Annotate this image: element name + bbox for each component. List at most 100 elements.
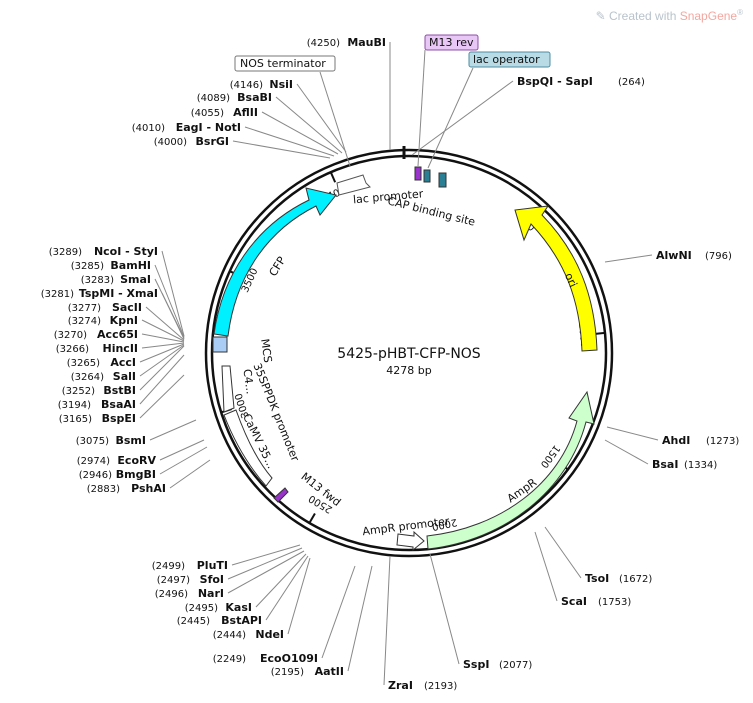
site-sali[interactable]: SalI (3264) bbox=[71, 344, 185, 383]
site-name: BspEI bbox=[102, 412, 136, 425]
site-position: (1273) bbox=[706, 436, 739, 447]
site-position: (2946) bbox=[79, 470, 112, 481]
site-hincii[interactable]: HincII(3266) bbox=[56, 342, 185, 355]
site-name: HincII bbox=[102, 342, 138, 355]
cfp-label: CFP bbox=[266, 254, 288, 279]
snapgene-watermark: ✎ Created with SnapGene® bbox=[595, 8, 743, 23]
plasmid-length: 4278 bp bbox=[386, 364, 431, 377]
site-pshai[interactable]: PshAI (2883) bbox=[87, 459, 211, 495]
site-leader-line bbox=[244, 126, 335, 157]
site-nsii[interactable]: NsiI(4146) bbox=[230, 78, 347, 153]
site-bstapi[interactable]: BstAPI(2445) bbox=[177, 555, 309, 627]
site-leader-line bbox=[604, 254, 653, 263]
feature-ampr-promoter[interactable] bbox=[396, 530, 425, 552]
site-name: ZraI bbox=[388, 679, 413, 692]
site-ncoi-styi[interactable]: NcoI - StyI(3289) bbox=[49, 245, 185, 337]
feature-mcs[interactable] bbox=[212, 336, 228, 353]
tick-mark-4000 bbox=[329, 171, 337, 183]
site-scai[interactable]: ScaI(1753) bbox=[534, 531, 631, 608]
site-bsaai[interactable]: BsaAI(3194) bbox=[58, 354, 185, 411]
site-name: TsoI bbox=[585, 572, 609, 585]
nos-terminator-box: NOS terminator bbox=[234, 55, 351, 167]
site-bsai[interactable]: BsaI (1334) bbox=[604, 439, 717, 471]
site-bamhi[interactable]: BamHI(3285) bbox=[71, 259, 185, 338]
site-bsabi[interactable]: BsaBI(4089) bbox=[197, 91, 343, 154]
site-sacii[interactable]: SacII(3277) bbox=[68, 301, 185, 341]
site-zrai[interactable]: ZraI(2193) bbox=[383, 555, 457, 692]
site-ahdi[interactable]: AhdI(1273) bbox=[606, 426, 739, 447]
site-bstbi[interactable]: BstBI(3252) bbox=[62, 345, 185, 397]
site-kpni[interactable]: KpnI(3274) bbox=[68, 314, 185, 342]
site-maubi[interactable]: MauBI(4250) bbox=[307, 36, 391, 150]
site-leader-line bbox=[161, 250, 185, 337]
site-alwni[interactable]: AlwNI(796) bbox=[604, 249, 732, 263]
site-bspqi-sapi[interactable]: BspQI - SapI(264) bbox=[411, 75, 645, 156]
site-ndei[interactable]: NdeI(2444) bbox=[213, 557, 311, 641]
site-bsrgi[interactable]: BsrGI(4000) bbox=[154, 135, 331, 159]
site-leader-line bbox=[159, 446, 208, 475]
lac-promoter-label: lac promoter bbox=[352, 187, 424, 206]
svg-text:M13 rev: M13 rev bbox=[429, 36, 474, 49]
lac-operator-box: lac operator bbox=[427, 51, 551, 169]
feature-c4[interactable] bbox=[221, 365, 235, 413]
site-position: (3252) bbox=[62, 386, 95, 397]
site-leader-line bbox=[139, 343, 185, 363]
site-position: (4010) bbox=[132, 123, 165, 134]
site-leader-line bbox=[534, 531, 558, 602]
site-position: (796) bbox=[705, 251, 732, 262]
site-sspi[interactable]: SspI(2077) bbox=[429, 553, 532, 671]
site-pluti[interactable]: PluTI(2499) bbox=[152, 544, 301, 572]
site-tsoi[interactable]: TsoI(1672) bbox=[544, 526, 652, 585]
site-acc65i[interactable]: Acc65I(3270) bbox=[54, 328, 185, 343]
site-aatii[interactable]: AatII(2195) bbox=[271, 565, 373, 678]
site-leader-line bbox=[255, 553, 307, 608]
site-name: PshAI bbox=[131, 482, 166, 495]
feature-m13-fwd[interactable] bbox=[273, 487, 289, 503]
site-leader-line bbox=[296, 83, 347, 153]
site-leader-line bbox=[265, 555, 309, 621]
site-kasi[interactable]: KasI(2495) bbox=[185, 553, 307, 614]
site-ecorv[interactable]: EcoRV(2974) bbox=[77, 439, 205, 467]
feature-camv-35[interactable] bbox=[223, 409, 273, 487]
site-tspmi-xmai[interactable]: TspMI - XmaI(3281) bbox=[41, 287, 185, 340]
site-nari[interactable]: NarI(2496) bbox=[155, 550, 305, 600]
site-name: NcoI - StyI bbox=[94, 245, 158, 258]
site-name: BsaI bbox=[652, 458, 678, 471]
feature-cfp[interactable] bbox=[213, 187, 337, 337]
site-name: NarI bbox=[198, 587, 224, 600]
site-position: (3265) bbox=[67, 358, 100, 369]
site-position: (3194) bbox=[58, 400, 91, 411]
site-name: BamHI bbox=[110, 259, 151, 272]
site-position: (3165) bbox=[59, 414, 92, 425]
site-eagi-noti[interactable]: EagI - NotI(4010) bbox=[132, 121, 335, 157]
feature-ori[interactable] bbox=[514, 205, 598, 352]
site-name: EcoO109I bbox=[260, 652, 318, 665]
site-acci[interactable]: AccI(3265) bbox=[67, 343, 185, 369]
site-aflii[interactable]: AflII(4055) bbox=[191, 106, 339, 155]
site-bspei[interactable]: BspEI (3165) bbox=[59, 374, 185, 425]
feature-ampr[interactable] bbox=[426, 390, 595, 550]
site-position: (3274) bbox=[68, 316, 101, 327]
svg-text:NOS terminator: NOS terminator bbox=[240, 57, 326, 70]
site-leader-line bbox=[139, 344, 185, 377]
site-bmgbi[interactable]: BmgBI (2946) bbox=[79, 446, 208, 481]
feature-m13-rev[interactable] bbox=[414, 166, 422, 181]
site-name: SmaI bbox=[120, 273, 151, 286]
tick-label-2000: 2000 bbox=[431, 516, 458, 532]
feature-nos-terminator[interactable] bbox=[336, 174, 371, 196]
site-bsmi[interactable]: BsmI(3075) bbox=[76, 419, 197, 447]
backbone-inner-ring bbox=[210, 154, 608, 552]
site-leader-line bbox=[149, 419, 197, 441]
feature-lac-operator[interactable] bbox=[423, 169, 431, 183]
feature-cap-binding-site[interactable] bbox=[438, 172, 447, 188]
site-position: (1334) bbox=[684, 460, 717, 471]
site-position: (2883) bbox=[87, 484, 120, 495]
site-sfoi[interactable]: SfoI(2497) bbox=[157, 547, 303, 586]
site-leader-line bbox=[139, 374, 185, 419]
site-leader-line bbox=[604, 439, 649, 465]
site-leader-line bbox=[275, 96, 343, 154]
site-name: BmgBI bbox=[116, 468, 156, 481]
site-ecoo109i[interactable]: EcoO109I(2249) bbox=[213, 565, 356, 665]
site-position: (3264) bbox=[71, 372, 104, 383]
site-name: SalI bbox=[113, 370, 136, 383]
